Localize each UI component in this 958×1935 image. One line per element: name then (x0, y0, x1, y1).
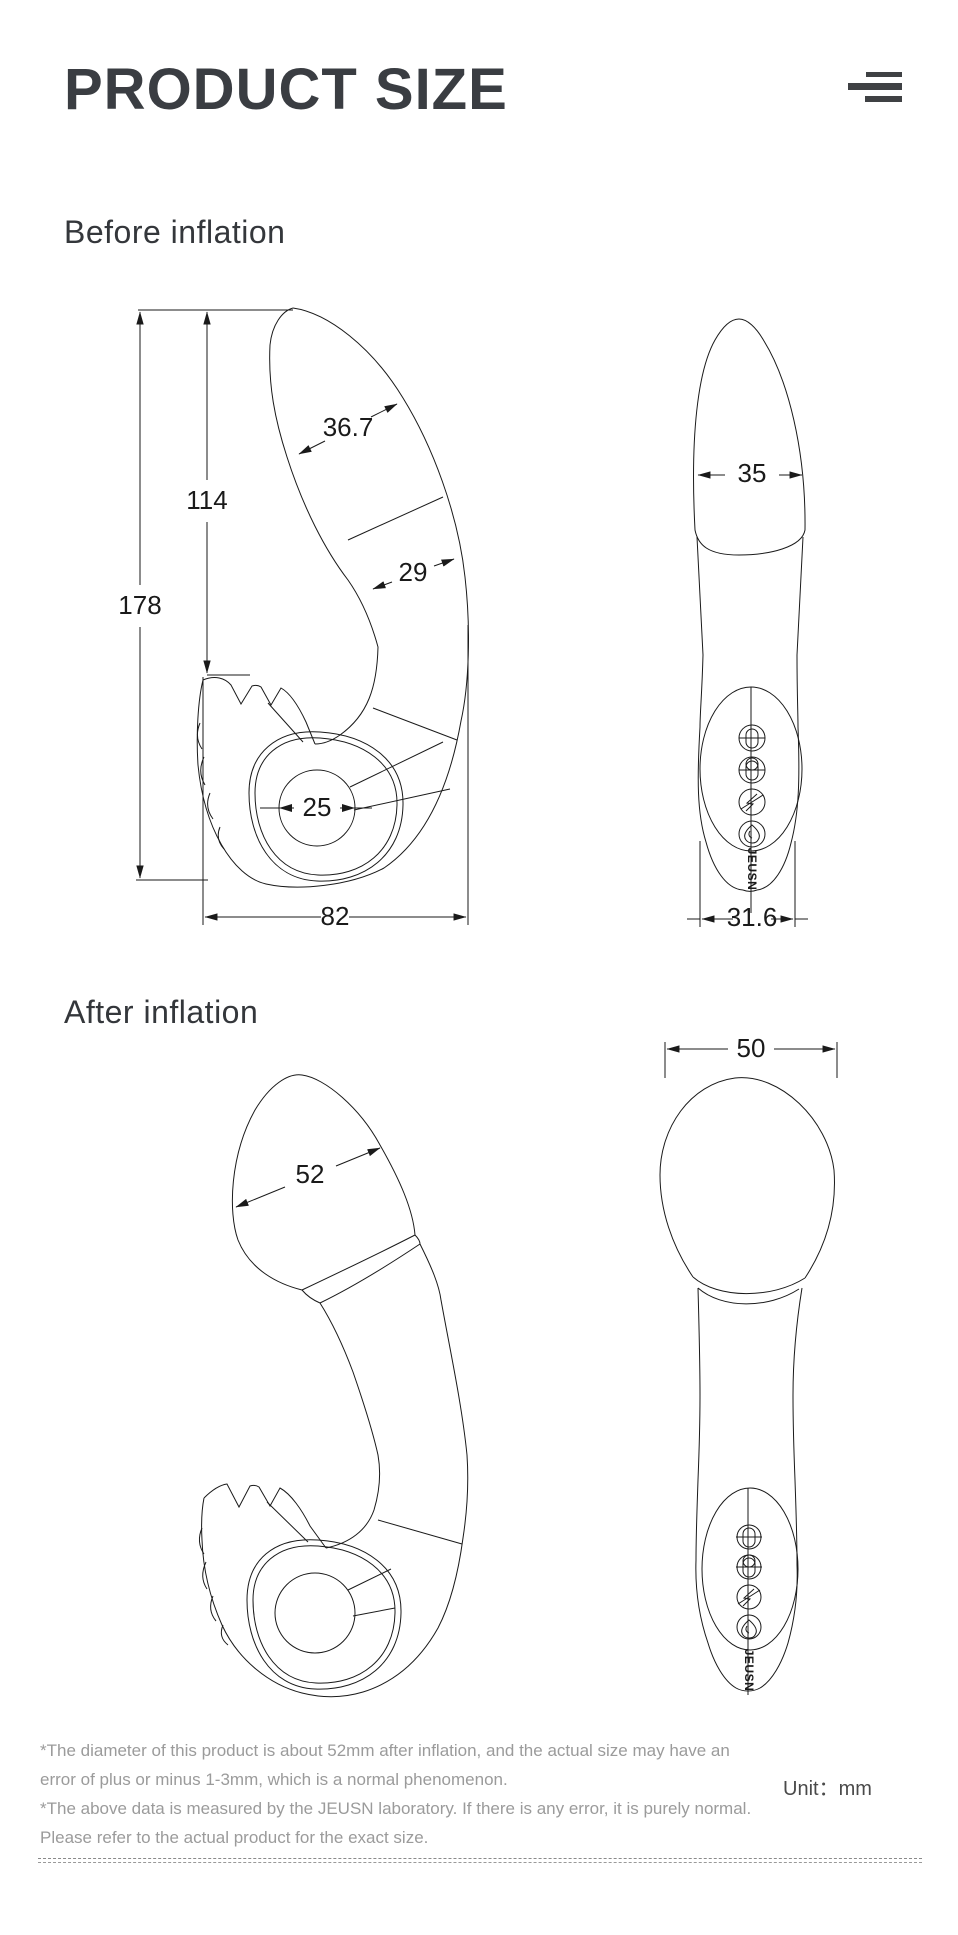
dimension-labels-before-front: 35 31.6 (727, 458, 778, 932)
body-left-path (696, 536, 744, 891)
menu-bar-top (866, 72, 902, 77)
ring-outer-thick (252, 1545, 396, 1684)
mode-button (738, 756, 766, 784)
footnotes: *The diameter of this product is about 5… (40, 1736, 755, 1852)
dim-label-base-width: 82 (321, 901, 350, 931)
separator-line (377, 1519, 463, 1545)
ring-spokes (349, 741, 451, 811)
dim-label-ring-diameter: 25 (303, 792, 332, 822)
base-teeth-path (202, 677, 316, 745)
dim-label-handle-width: 31.6 (727, 902, 778, 932)
heat-button (738, 820, 766, 848)
dimension-lines-after-side (235, 1147, 381, 1208)
separator-line (372, 707, 458, 741)
dim-label-inflated-head-width: 52 (296, 1159, 325, 1189)
ring-outer-thin (246, 1539, 402, 1690)
dim-label-head-width-front: 35 (738, 458, 767, 488)
mouth-line (266, 1501, 309, 1543)
menu-bar-bottom (865, 96, 902, 102)
control-panel-oval (701, 1487, 799, 1651)
outer-silhouette-path (196, 307, 469, 888)
collar-arcs (692, 1276, 806, 1305)
body-right-path (756, 536, 804, 891)
before-front-view-drawing: JEUSN 35 31.6 (687, 318, 808, 932)
after-inflation-heading: After inflation (64, 994, 259, 1030)
product-outline-side-before (196, 307, 469, 888)
head-section-line (347, 496, 444, 541)
footnote-2: *The above data is measured by the JEUSN… (40, 1799, 752, 1847)
inner-shaft-path (269, 307, 379, 745)
dim-label-shaft-width: 29 (399, 557, 428, 587)
dim-25-arrow (342, 804, 355, 812)
dim-29-line (372, 581, 393, 590)
dim-52-line (335, 1147, 381, 1167)
inner-shaft-path (319, 1302, 381, 1549)
shock-button (738, 788, 766, 816)
dimension-lines-before-front (687, 471, 808, 927)
dim-label-total-length: 178 (118, 590, 161, 620)
dim-label-head-width: 36.7 (323, 412, 374, 442)
inflated-head-path (231, 1074, 416, 1291)
texture-bumps (198, 1527, 229, 1646)
page-title: PRODUCT SIZE (64, 57, 508, 122)
dim-label-inflated-head-width-front: 50 (737, 1033, 766, 1063)
ext-lines-82 (202, 625, 469, 925)
body-outline-path (695, 1287, 803, 1692)
menu-bar-middle (848, 83, 902, 90)
mode-button (736, 1554, 762, 1580)
ext-lines-31-6 (699, 841, 796, 927)
dim-label-insertable-length: 114 (186, 485, 227, 515)
footnote-1: *The diameter of this product is about 5… (40, 1741, 730, 1789)
ring-spokes (347, 1568, 396, 1617)
dim-36-7-line (298, 440, 326, 455)
head-outline-path (693, 318, 806, 556)
dashed-divider (38, 1858, 922, 1863)
before-inflation-heading: Before inflation (64, 214, 286, 250)
outer-silhouette-path (201, 1243, 469, 1698)
vibration-button (738, 724, 766, 752)
product-outline-side-after (198, 1074, 469, 1698)
mouth-line (267, 702, 304, 743)
collar-lines (301, 1234, 421, 1304)
base-teeth-path (203, 1483, 327, 1549)
menu-lines-icon (848, 70, 902, 106)
ring-inner-circle (274, 1572, 356, 1654)
dimension-labels-after-front: 50 (737, 1033, 766, 1063)
inflated-head-path (659, 1077, 835, 1279)
ext-lines-50 (664, 1042, 838, 1078)
before-side-view-drawing: 178 114 36.7 29 25 82 (118, 307, 469, 931)
dim-25-arrow (279, 804, 292, 812)
dimension-labels-after-side: 52 (296, 1159, 325, 1189)
dimension-labels-before-side: 178 114 36.7 29 25 82 (118, 412, 427, 931)
product-outline-front-before: JEUSN (693, 318, 806, 913)
body-bottom-path (742, 889, 758, 892)
after-side-view-drawing: 52 (198, 1074, 469, 1698)
vibration-button (736, 1524, 762, 1550)
dimension-lines-after-front (664, 1042, 838, 1078)
brand-label: JEUSN (745, 848, 759, 891)
shock-button (736, 1584, 762, 1610)
dim-52-line (235, 1186, 286, 1208)
dim-29-line (433, 558, 455, 567)
ring-outer-thick (254, 737, 398, 876)
unit-label: Unit：mm (783, 1778, 872, 1800)
texture-bumps (196, 722, 225, 850)
heat-button (736, 1614, 762, 1640)
dimension-lines-before-side (136, 309, 469, 925)
after-front-view-drawing: JEUSN 50 (659, 1033, 838, 1695)
dim-36-7-line (370, 403, 398, 418)
ring-outer-thin (248, 731, 404, 882)
product-outline-front-after: JEUSN (659, 1077, 835, 1695)
brand-label: JEUSN (742, 1649, 756, 1692)
